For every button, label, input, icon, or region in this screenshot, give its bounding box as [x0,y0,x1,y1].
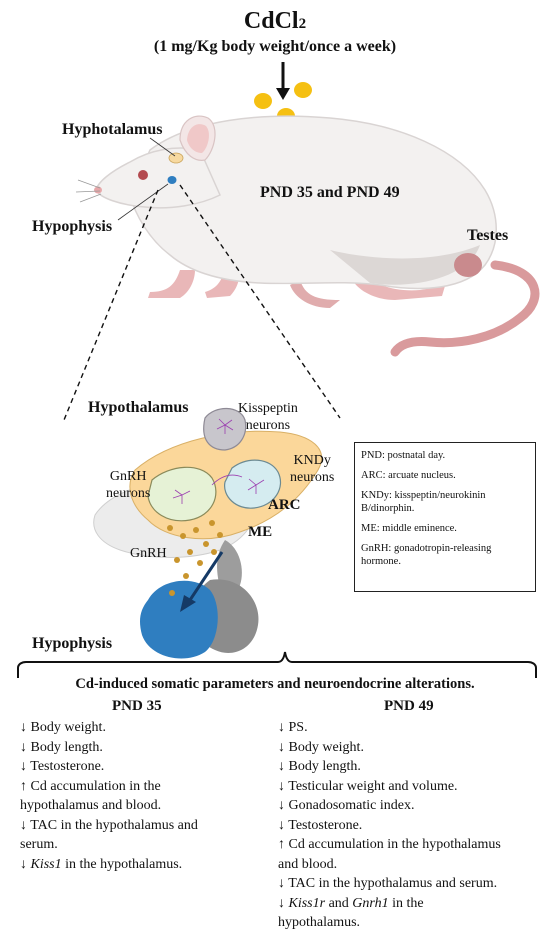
gnrh-label: GnRH [130,546,167,561]
list-item: ↓ Testicular weight and volume. [278,778,458,794]
legend-item: ME: middle eminence. [361,523,457,534]
me-label: ME [248,524,273,540]
pnd49-heading: PND 49 [384,698,434,714]
dose-text: (1 mg/Kg body weight/once a week) [153,38,397,55]
compound-title: CdCl2 [243,8,307,34]
hypothalamus-pointer [149,137,176,157]
abbreviation-legend: PND: postnatal day. ARC: arcuate nucleus… [354,442,536,592]
hypophysis-pointer [117,183,169,221]
testes-label: Testes [467,227,509,244]
list-item: ↓ Testosterone. [278,817,363,833]
list-item: ↑ Cd accumulation in the hypothalamus [278,837,501,852]
zoom-line-right [179,184,341,419]
list-item: ↓ Body weight. [278,739,364,755]
zoom-line-left [63,189,159,421]
legend-item: ARC: arcuate nucleus. [361,470,456,481]
zoom-hypophysis-label: Hypophysis [32,635,113,652]
list-item: ↓ Body length. [20,739,103,755]
down-arrow-icon [276,62,290,100]
summary-bracket [17,651,537,678]
legend-item: KNDy: kisspeptin/neurokinin B/dinorphin. [361,490,486,514]
list-item: hypothalamus. [278,915,361,930]
list-item: and blood. [278,856,338,872]
list-item: ↓ Kiss1r and Gnrh1 in the [278,895,424,911]
rat-hypophysis-label: Hypophysis [32,218,113,235]
pnd49-list: ↓ PS. ↓ Body weight. ↓ Body length. ↓ Te… [278,718,501,933]
rat-hypothalamus-label: Hyphotalamus [62,121,163,138]
age-label: PND 35 and PND 49 [260,184,400,201]
list-item: ↓ Gonadosomatic index. [278,798,415,813]
list-item: ↓ Testosterone. [20,759,105,774]
list-item: ↓ TAC in the hypothalamus and serum. [278,876,498,891]
list-item: ↑ Cd accumulation in the [20,778,161,794]
legend-item: PND: postnatal day. [361,450,446,461]
list-item: ↓ TAC in the hypothalamus and [20,817,198,833]
summary-title: Cd-induced somatic parameters and neuroe… [75,676,475,692]
list-item: ↓ Body weight. [20,720,106,735]
hypothalamus-diagram [93,407,322,659]
list-item: ↓ PS. [278,720,308,735]
pnd35-list: ↓ Body weight. ↓ Body length. ↓ Testoste… [20,718,198,874]
list-item: hypothalamus and blood. [20,798,162,813]
pnd35-heading: PND 35 [112,698,162,714]
zoom-hypothalamus-label: Hypothalamus [88,399,189,416]
list-item: ↓ Body length. [278,759,361,774]
list-item: serum. [20,837,58,852]
list-item: ↓ Kiss1 in the hypothalamus. [20,856,183,872]
arc-label: ARC [268,497,301,513]
legend-item: GnRH: gonadotropin-releasing hormone. [361,543,492,567]
